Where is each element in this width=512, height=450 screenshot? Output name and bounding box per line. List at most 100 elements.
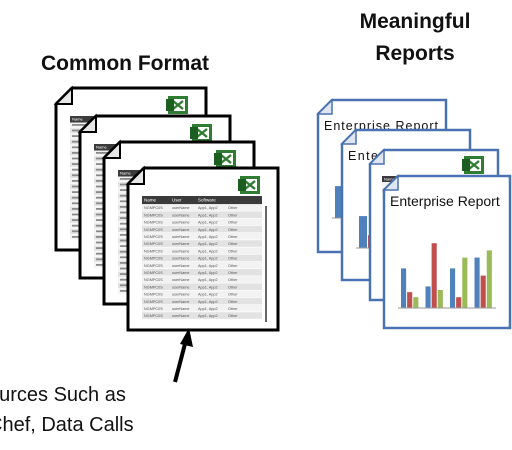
- sheet-cell: App1, App2: [198, 264, 218, 268]
- sheet-cell: Other: [228, 206, 238, 210]
- sheet-cell: NGMPC0S: [144, 300, 163, 304]
- report-bar: [431, 243, 437, 308]
- report-bar: [359, 216, 367, 248]
- report-corner-fold: [340, 128, 357, 145]
- sheet-cell: userName: [172, 264, 190, 268]
- report-bar: [335, 186, 343, 218]
- sheet-cell: userName: [172, 271, 190, 275]
- sheet-row: [142, 305, 262, 312]
- sheet-corner-fold: [53, 85, 73, 105]
- report-bar: [413, 297, 419, 308]
- sheet-cell: App1, App2: [198, 300, 218, 304]
- report-bar: [401, 268, 407, 308]
- meaningful-heading-line-2: Reports: [375, 42, 455, 65]
- sheet-row: [142, 276, 262, 283]
- report-corner-fold: [382, 174, 399, 191]
- sheet-cell: [96, 152, 114, 154]
- sheet-cell: NGMPC0S: [144, 242, 163, 246]
- sheet-header-row: [142, 196, 262, 205]
- sheet-column-header: Name: [72, 116, 83, 121]
- sheet-cell: NGMPC0S: [144, 249, 163, 253]
- sheet-row: [142, 233, 262, 240]
- report-bar: [456, 297, 462, 308]
- report-sheet-column-header: Name: [384, 177, 395, 182]
- report-title: Ente: [348, 149, 378, 163]
- sheet-cell: NGMPC0S: [144, 271, 163, 275]
- sheet-cell: userName: [172, 213, 190, 217]
- sheet-cell: Other: [228, 264, 238, 268]
- sources-caption-line-2: Chef, Data Calls: [0, 414, 134, 436]
- sheet-cell: userName: [172, 285, 190, 289]
- sheet-row: [142, 211, 262, 218]
- sheet-row: [142, 225, 262, 233]
- sheet-cell: userName: [172, 314, 190, 318]
- sheet-cell: App1, App2: [198, 278, 218, 282]
- up-arrow-icon: [173, 328, 193, 383]
- sheet-cell: NGMPC0S: [144, 307, 163, 311]
- report-bar: [474, 257, 480, 308]
- sheet-cell: NGMPC0S: [144, 235, 163, 239]
- sheet-cell: App1, App2: [198, 206, 218, 210]
- report-bar: [462, 257, 468, 308]
- excel-icon: [188, 122, 214, 144]
- sheet-cell: App1, App2: [198, 228, 218, 232]
- sheet-cell: Other: [228, 293, 238, 297]
- sheet-cell: App1, App2: [198, 213, 218, 217]
- excel-icon: [212, 148, 238, 170]
- meaningful-reports-heading: Meaningful Reports: [322, 6, 508, 70]
- report-title: Enterprise Report: [390, 193, 500, 209]
- sheet-cell: App1, App2: [198, 257, 218, 261]
- sheet-row: [142, 204, 262, 211]
- sheet-row: [142, 297, 262, 305]
- sheet-cell: userName: [172, 300, 190, 304]
- sheet-cell: userName: [172, 235, 190, 239]
- sheet-cell: Other: [228, 242, 238, 246]
- sheet-row: [142, 240, 262, 247]
- report-corner-fold: [316, 98, 333, 115]
- sheet-cell: [120, 178, 138, 180]
- sheet-column-header: Name: [96, 144, 107, 149]
- sheet-row: [142, 261, 262, 269]
- sheet-cell: NGMPC0S: [144, 257, 163, 261]
- sheet-cell: App1, App2: [198, 249, 218, 253]
- sheet-cell: userName: [172, 221, 190, 225]
- sheet-cell: userName: [172, 307, 190, 311]
- sheet-cell: Other: [228, 221, 238, 225]
- sheet-cell: Other: [228, 228, 238, 232]
- sheet-column-header: Name: [120, 170, 131, 175]
- sheet-row: [142, 269, 262, 276]
- sheet-cell: App1, App2: [198, 293, 218, 297]
- excel-icon: [460, 154, 486, 176]
- sources-caption-line-1: ources Such as: [0, 384, 126, 406]
- sheet-cell: Other: [228, 285, 238, 289]
- sheet-cell: NGMPC0S: [144, 228, 163, 232]
- sheet-row: [142, 290, 262, 298]
- sheet-corner-fold: [101, 139, 121, 159]
- meaningful-heading-line-1: Meaningful: [359, 10, 471, 33]
- report-bar: [480, 275, 486, 308]
- sheet-cell: NGMPC0S: [144, 206, 163, 210]
- sheet-cell: userName: [172, 249, 190, 253]
- sheet-cell: App1, App2: [198, 271, 218, 275]
- sheet-cell: Other: [228, 235, 238, 239]
- sheet-cell: NGMPC0S: [144, 314, 163, 318]
- sheet-cell: Other: [228, 307, 238, 311]
- sheet-corner-fold: [77, 113, 97, 133]
- sheet-cell: NGMPC0S: [144, 264, 163, 268]
- sheet-cell: userName: [172, 242, 190, 246]
- sheet-cell: [72, 124, 90, 126]
- sheet-cell: userName: [172, 228, 190, 232]
- sheet-cell: Other: [228, 213, 238, 217]
- sheet-cell: NGMPC0S: [144, 221, 163, 225]
- sheet-cell: Other: [228, 300, 238, 304]
- excel-icon: [164, 94, 190, 116]
- sheet-cell: App1, App2: [198, 242, 218, 246]
- sheet-cell: NGMPC0S: [144, 213, 163, 217]
- sheet-cell: NGMPC0S: [144, 278, 163, 282]
- sheet-cell: Other: [228, 249, 238, 253]
- sheet-cell: userName: [172, 293, 190, 297]
- sheet-column-header: User: [172, 198, 182, 203]
- sheet-corner-fold: [125, 165, 145, 185]
